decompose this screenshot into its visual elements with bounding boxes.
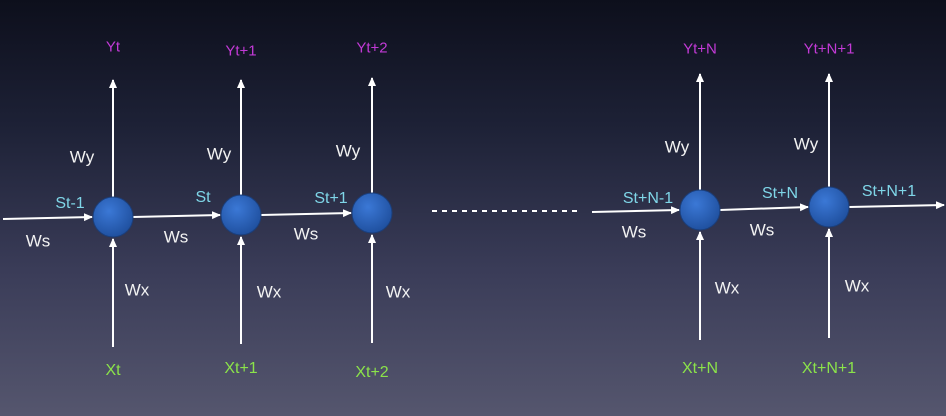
weight-wy-label: Wy xyxy=(335,141,361,161)
state-arrow xyxy=(2,213,93,222)
input-label: Xt xyxy=(105,362,121,379)
weight-ws-label: Ws xyxy=(293,224,319,244)
trailing-state-arrow xyxy=(848,201,945,210)
state-arrow xyxy=(719,203,809,212)
output-label: Yt+1 xyxy=(225,42,257,60)
weight-wy-label: Wy xyxy=(206,144,232,164)
weight-wx-label: Wx xyxy=(385,282,411,302)
state-arrow xyxy=(260,209,352,218)
weight-wy-label: Wy xyxy=(69,147,95,167)
output-label: Yt+N xyxy=(683,40,717,58)
weight-ws-label: Ws xyxy=(25,231,51,251)
state-arrow xyxy=(591,206,680,215)
weight-wx-label: Wx xyxy=(844,276,870,296)
output-label: Yt+2 xyxy=(356,39,388,57)
weight-wy-label: Wy xyxy=(664,137,690,157)
weight-ws-label: Ws xyxy=(749,220,775,240)
rnn-node xyxy=(679,189,721,231)
rnn-node xyxy=(808,186,850,228)
state-label: St+N-1 xyxy=(622,190,674,207)
weight-wy-label: Wy xyxy=(793,134,819,154)
rnn-node xyxy=(92,196,134,238)
rnn-node xyxy=(220,194,262,236)
state-arrow xyxy=(132,211,221,220)
weight-ws-label: Ws xyxy=(163,227,189,247)
state-label: St-1 xyxy=(55,195,85,212)
weight-ws-label: Ws xyxy=(621,222,647,242)
trailing-state-label: St+N+1 xyxy=(861,183,917,200)
input-label: Xt+2 xyxy=(355,364,389,381)
state-label: St+1 xyxy=(314,190,348,207)
state-label: St+N xyxy=(761,185,799,202)
input-label: Xt+N xyxy=(681,360,719,377)
state-label: St xyxy=(195,189,211,206)
weight-wx-label: Wx xyxy=(124,280,150,300)
rnn-node xyxy=(351,192,393,234)
weight-wx-label: Wx xyxy=(714,278,740,298)
weight-wx-label: Wx xyxy=(256,282,282,302)
output-label: Yt+N+1 xyxy=(803,40,855,58)
output-label: Yt xyxy=(105,38,121,56)
input-label: Xt+N+1 xyxy=(801,360,857,377)
input-label: Xt+1 xyxy=(224,360,258,377)
